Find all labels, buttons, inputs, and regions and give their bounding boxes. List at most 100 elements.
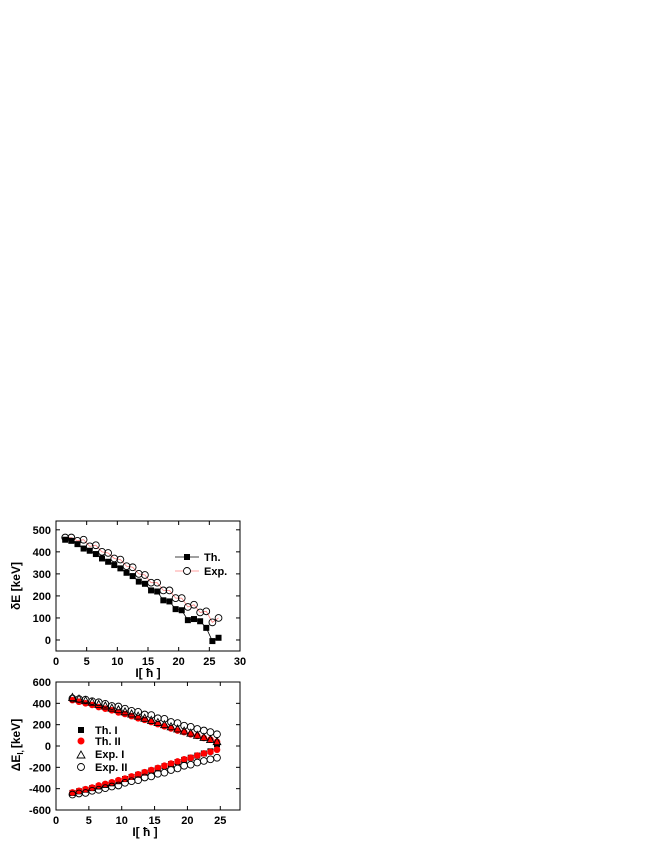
bottom-point-th-ii	[174, 758, 181, 765]
top-point-th	[209, 638, 216, 645]
bottom-point-th-ii	[134, 714, 142, 722]
top-point-th	[129, 573, 136, 580]
top-point-th	[86, 547, 93, 554]
top-x-axis-label: I[ ħ ]	[135, 666, 160, 680]
top-x-tick-label: 25	[203, 656, 215, 668]
top-point-th	[197, 618, 204, 625]
top-y-axis-label: δE [keV]	[9, 562, 23, 610]
top-point-exp	[128, 563, 137, 572]
top-point-exp	[214, 614, 223, 622]
top-point-exp	[98, 547, 106, 556]
top-plot-frame	[55, 520, 241, 652]
bottom-point-th-ii	[75, 787, 83, 795]
top-point-th	[184, 617, 191, 624]
bottom-point-exp-i	[153, 717, 163, 726]
bottom-point-th-ii	[161, 722, 168, 730]
top-point-exp	[141, 571, 149, 579]
bottom-y-tick-label: 0	[45, 741, 51, 753]
bottom-point-exp-ii	[193, 758, 202, 767]
top-point-exp	[104, 549, 112, 557]
bottom-point-exp-i	[159, 719, 169, 729]
top-point-exp	[159, 586, 168, 595]
bottom-point-exp-i	[166, 721, 176, 731]
bottom-point-th-ii	[207, 748, 214, 756]
top-point-th	[135, 578, 142, 585]
bottom-x-tick-label: 10	[116, 815, 128, 827]
bottom-point-exp-ii	[206, 755, 215, 764]
legend-th-ii-label: Th. II	[95, 736, 121, 748]
bottom-y-label-unit: [keV]	[9, 719, 23, 748]
top-point-exp	[171, 594, 180, 602]
bottom-x-tick-label: 20	[181, 815, 193, 827]
top-point-exp	[165, 586, 174, 595]
top-x-tick-label: 15	[142, 656, 154, 668]
top-point-exp	[116, 555, 125, 564]
bottom-point-exp-ii	[134, 708, 142, 716]
top-point-th	[111, 562, 118, 569]
legend-exp-i-label: Exp. I	[95, 749, 124, 761]
legend-exp-marker	[183, 567, 191, 575]
bottom-data-marks	[67, 692, 222, 799]
bottom-point-th-ii	[167, 760, 175, 767]
bottom-point-exp-ii	[160, 768, 169, 777]
top-x-tick-label: 0	[53, 656, 59, 668]
legend-th-i-label: Th. I	[95, 725, 118, 737]
top-y-tick-label: 200	[33, 591, 51, 603]
bottom-y-tick-label: -600	[29, 805, 51, 817]
top-x-tick-label: 10	[111, 656, 123, 668]
bottom-x-tick-label: 0	[53, 815, 59, 827]
top-point-th	[117, 565, 124, 572]
top-point-th	[154, 588, 161, 595]
top-point-exp	[208, 618, 217, 627]
top-point-th	[160, 597, 167, 604]
top-point-th	[80, 545, 87, 552]
bottom-point-exp-i	[186, 728, 196, 737]
top-point-th	[148, 587, 155, 594]
top-point-th	[141, 580, 148, 587]
legend-exp-label: Exp.	[204, 566, 227, 578]
top-point-th	[166, 598, 173, 605]
top-point-exp	[196, 608, 204, 617]
top-point-exp	[92, 541, 100, 550]
top-point-exp	[177, 594, 186, 602]
bottom-y-axis-label: ΔEI,[keV]	[9, 719, 25, 771]
bottom-point-exp-ii	[147, 772, 156, 781]
bottom-point-exp-i	[205, 734, 215, 744]
bottom-point-exp-ii	[206, 728, 215, 736]
top-series-line-th	[65, 539, 219, 642]
bottom-point-th-ii	[213, 746, 221, 754]
svg-text:ΔEI,[keV]: ΔEI,[keV]	[9, 719, 25, 771]
bottom-point-exp-ii	[160, 714, 169, 723]
bottom-point-exp-i	[81, 695, 91, 705]
bottom-point-th-ii	[193, 752, 201, 759]
legend-th-marker	[184, 554, 190, 560]
bottom-point-th-ii	[174, 727, 181, 734]
top-point-exp	[73, 536, 82, 545]
bottom-point-exp-i	[87, 697, 97, 706]
bottom-point-th-ii	[180, 756, 188, 763]
bottom-point-th-ii	[167, 725, 175, 732]
bottom-point-exp-ii	[173, 764, 182, 773]
bottom-point-exp-i	[94, 699, 104, 708]
bottom-point-th-ii	[121, 710, 129, 718]
legend-exp-ii-label: Exp. II	[95, 762, 127, 774]
top-point-th	[123, 569, 130, 576]
top-point-exp	[79, 535, 88, 544]
top-data-marks	[61, 533, 223, 645]
top-point-exp	[202, 607, 211, 616]
top-y-tick-label: 500	[33, 525, 51, 537]
bottom-point-th-ii	[154, 764, 162, 772]
bottom-point-exp-i	[107, 703, 117, 712]
top-y-tick-label: 400	[33, 547, 51, 559]
legend-exp-ii-marker	[77, 763, 85, 771]
bottom-point-exp-ii	[134, 776, 142, 784]
bottom-point-exp-ii	[213, 753, 221, 762]
top-point-exp	[190, 600, 198, 609]
bottom-y-tick-label: -200	[29, 762, 51, 774]
bottom-point-th-ii	[147, 718, 155, 726]
top-point-th	[99, 555, 105, 562]
